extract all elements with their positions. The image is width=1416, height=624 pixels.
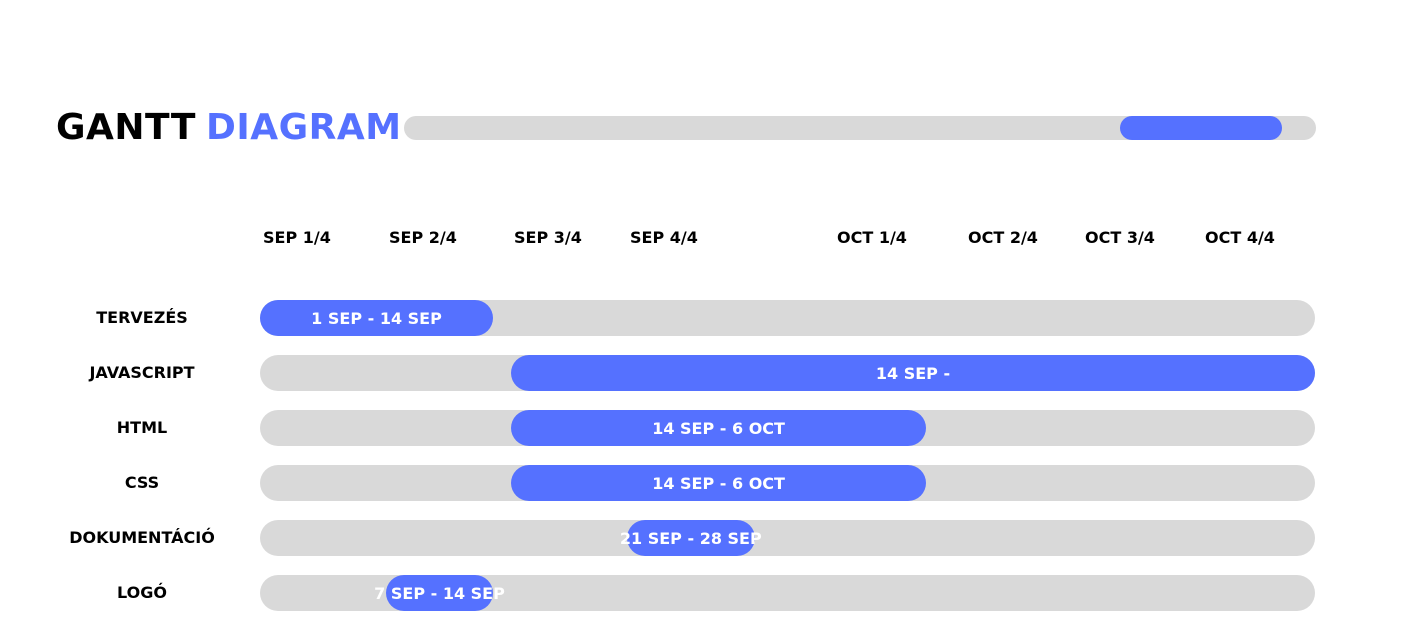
task-bar-label: 21 SEP - 28 SEP	[619, 528, 762, 548]
task-label: HTML	[116, 418, 168, 437]
task-label: CSS	[124, 473, 160, 492]
task-track	[260, 520, 1315, 556]
column-label: OCT 1/4	[837, 228, 907, 247]
column-label: SEP 4/4	[630, 228, 698, 247]
task-bar: 1 SEP - 14 SEP	[260, 300, 493, 336]
task-label: TERVEZÉS	[96, 308, 188, 327]
task-bar: 14 SEP - 6 OCT	[511, 410, 927, 446]
task-label: LOGÓ	[117, 583, 167, 602]
task-label: JAVASCRIPT	[89, 363, 195, 382]
title-word-diagram: DIAGRAM	[205, 107, 402, 148]
task-bar: 14 SEP -	[511, 355, 1315, 391]
column-label: SEP 3/4	[514, 228, 582, 247]
task-bar: 14 SEP - 6 OCT	[511, 465, 927, 501]
task-label: DOKUMENTÁCIÓ	[69, 528, 215, 547]
column-label: OCT 3/4	[1085, 228, 1155, 247]
task-bar: 21 SEP - 28 SEP	[620, 520, 762, 556]
column-label: OCT 4/4	[1205, 228, 1275, 247]
task-bar-label: 14 SEP - 6 OCT	[652, 418, 785, 438]
title-word-gantt: GANTT	[56, 107, 196, 148]
column-label: SEP 2/4	[389, 228, 457, 247]
task-bar: 7 SEP - 14 SEP	[374, 575, 505, 611]
task-bar-label: 14 SEP -	[875, 363, 951, 383]
task-bar-label: 14 SEP - 6 OCT	[652, 473, 785, 493]
title-progress-fill	[1119, 116, 1283, 140]
task-bar-label: 1 SEP - 14 SEP	[311, 308, 442, 328]
column-label: OCT 2/4	[968, 228, 1038, 247]
column-label: SEP 1/4	[263, 228, 331, 247]
title-progress-track	[404, 116, 1316, 140]
task-bar-label: 7 SEP - 14 SEP	[374, 583, 505, 603]
